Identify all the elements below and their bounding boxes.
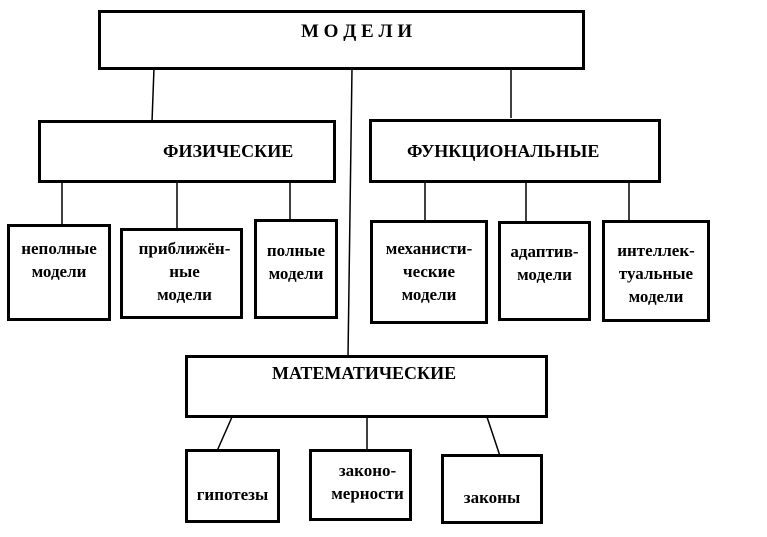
adaptive-models-box: адаптив- модели: [498, 221, 591, 321]
models-root-label: М О Д Е Л И: [301, 21, 413, 42]
incomplete-models-label: неполные модели: [21, 239, 97, 281]
regularities-label: законо- мерности: [331, 461, 404, 503]
mechanistic-models-label: механисти- ческие модели: [385, 239, 473, 304]
mechanistic-models-box: механисти- ческие модели: [370, 220, 488, 324]
intellectual-models-label: интеллек- туальные модели: [617, 241, 695, 306]
approximate-models-label: приближён- ные модели: [138, 239, 231, 304]
approximate-models-box: приближён- ные модели: [120, 228, 243, 319]
physical-box: ФИЗИЧЕСКИЕ: [38, 120, 336, 183]
laws-label: законы: [463, 488, 521, 507]
functional-label: ФУНКЦИОНАЛЬНЫЕ: [407, 141, 600, 161]
hypotheses-label: гипотезы: [196, 485, 269, 504]
connector-root-physical: [151, 67, 155, 123]
mathematical-box: МАТЕМАТИЧЕСКИЕ: [185, 355, 548, 418]
functional-box: ФУНКЦИОНАЛЬНЫЕ: [369, 119, 661, 183]
complete-models-label: полные модели: [266, 241, 326, 283]
connector-math-hypotheses: [216, 416, 233, 452]
complete-models-box: полные модели: [254, 219, 338, 319]
physical-label: ФИЗИЧЕСКИЕ: [163, 141, 294, 161]
laws-box: законы: [441, 454, 543, 524]
connector-math-laws: [486, 416, 501, 457]
regularities-box: законо- мерности: [309, 449, 412, 521]
mathematical-label: МАТЕМАТИЧЕСКИЕ: [272, 363, 457, 383]
incomplete-models-box: неполные модели: [7, 224, 111, 321]
adaptive-models-label: адаптив- модели: [510, 242, 579, 284]
intellectual-models-box: интеллек- туальные модели: [602, 220, 710, 322]
hypotheses-box: гипотезы: [185, 449, 280, 523]
models-root-box: М О Д Е Л И: [98, 10, 585, 70]
connector-root-mathematical: [347, 67, 353, 358]
